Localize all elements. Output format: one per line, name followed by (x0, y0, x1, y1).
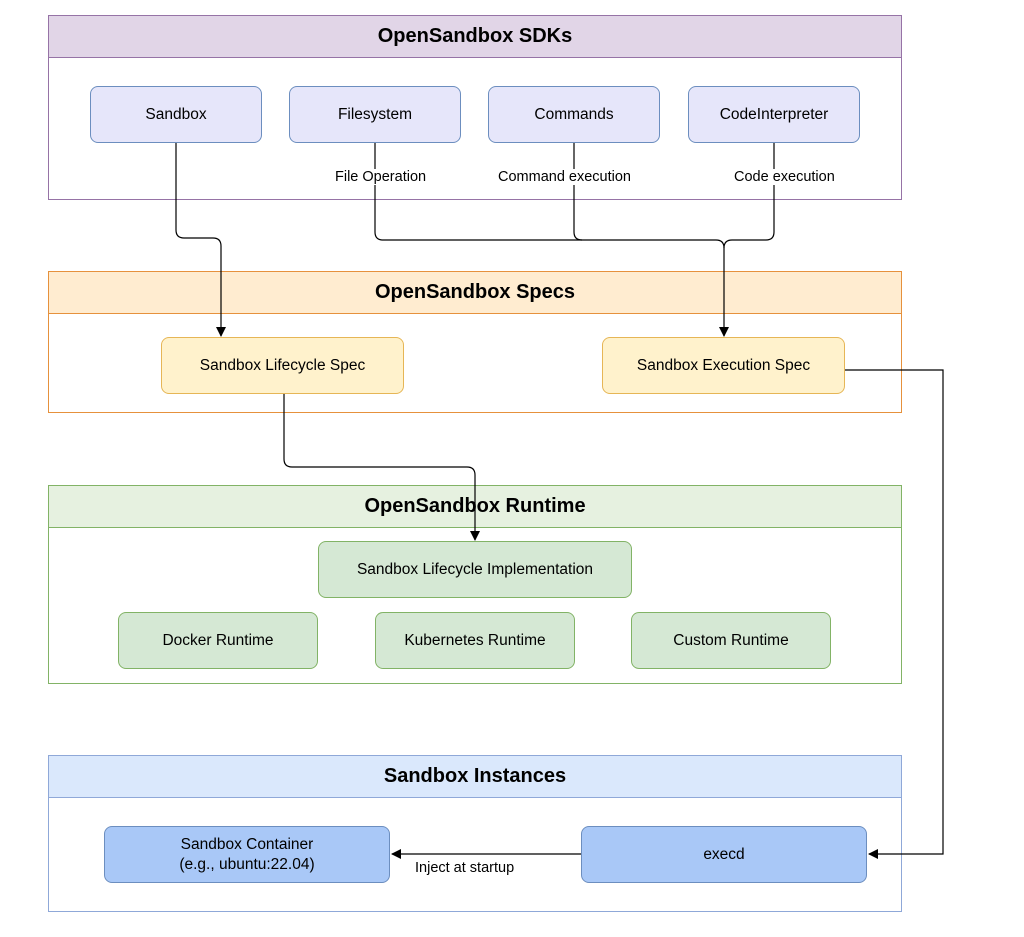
filesystem-sdk-node: Filesystem (289, 86, 461, 143)
sdks-group-title: OpenSandbox SDKs (49, 16, 901, 58)
custom-runtime-node: Custom Runtime (631, 612, 831, 669)
commands-sdk-node: Commands (488, 86, 660, 143)
instances-group: Sandbox Instances (48, 755, 902, 912)
kubernetes-runtime-node: Kubernetes Runtime (375, 612, 575, 669)
code-execution-label: Code execution (733, 169, 836, 185)
inject-at-startup-label: Inject at startup (414, 860, 516, 876)
edge-sandbox-to-lifecycle-spec (175, 143, 226, 337)
execution-spec-node: Sandbox Execution Spec (602, 337, 845, 394)
sdks-group: OpenSandbox SDKs (48, 15, 902, 200)
edge-commands-to-execution-spec (573, 143, 583, 241)
sandbox-sdk-node: Sandbox (90, 86, 262, 143)
lifecycle-spec-node: Sandbox Lifecycle Spec (161, 337, 404, 394)
instances-group-title: Sandbox Instances (49, 756, 901, 798)
execd-node: execd (581, 826, 867, 883)
command-execution-label: Command execution (497, 169, 632, 185)
lifecycle-implementation-node: Sandbox Lifecycle Implementation (318, 541, 632, 598)
edge-code-interpreter-to-execution-spec (723, 143, 775, 249)
edge-filesystem-to-execution-spec (374, 143, 729, 337)
specs-group: OpenSandbox Specs (48, 271, 902, 413)
code-interpreter-sdk-node: CodeInterpreter (688, 86, 860, 143)
docker-runtime-node: Docker Runtime (118, 612, 318, 669)
file-operation-label: File Operation (334, 169, 428, 185)
specs-group-title: OpenSandbox Specs (49, 272, 901, 314)
edge-execution-spec-to-execd (845, 369, 944, 859)
sandbox-container-node: Sandbox Container (e.g., ubuntu:22.04) (104, 826, 390, 883)
edge-lifecycle-spec-to-implementation (283, 394, 480, 541)
